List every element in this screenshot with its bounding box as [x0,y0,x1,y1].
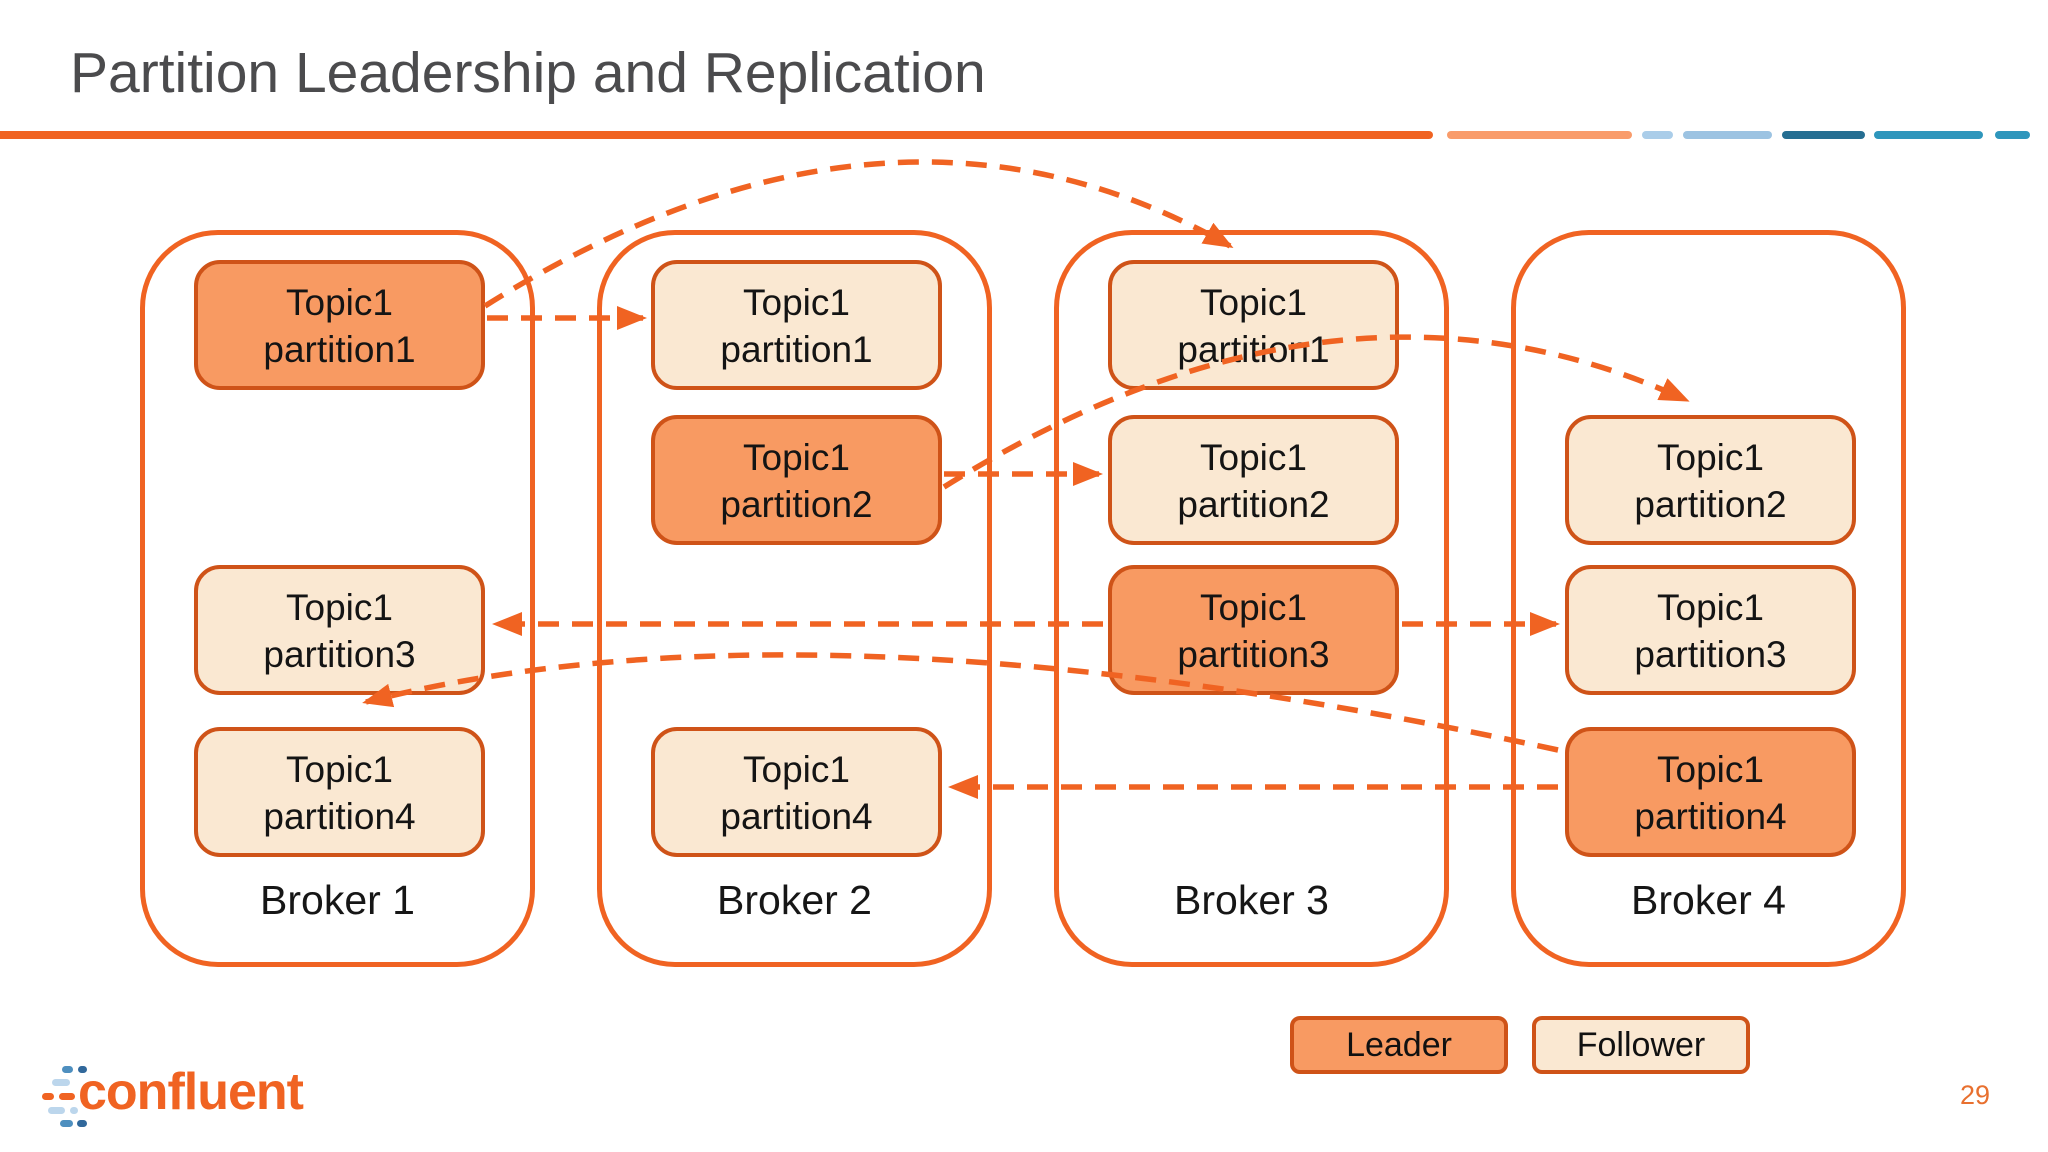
partition-id: partition4 [1634,796,1787,837]
partition-partition2-follower: Topic1 partition2 [1108,415,1399,545]
partition-partition2-follower: Topic1 partition2 [1565,415,1856,545]
divider-accent-segment-2 [1642,131,1673,139]
broker-label: Broker 3 [1174,877,1329,923]
partition-id: partition3 [1634,634,1787,675]
partition-partition4-follower: Topic1 partition4 [194,727,485,857]
partition-topic: Topic1 [1200,587,1307,628]
page-number: 29 [1960,1080,1991,1110]
partition-partition3-follower: Topic1 partition3 [194,565,485,695]
confluent-logo-text: confluent [78,1063,304,1121]
divider-accent-segment-5 [1874,131,1983,139]
partition-id: partition1 [720,329,873,370]
partition-topic: Topic1 [1657,437,1764,478]
page-title: Partition Leadership and Replication [70,41,986,105]
broker-label: Broker 4 [1631,877,1786,923]
divider-accent-segment-1 [1447,131,1632,139]
partition-id: partition3 [263,634,416,675]
divider-accent-segment-6 [1995,131,2030,139]
legend-follower-label: Follower [1576,1026,1706,1064]
partition-topic: Topic1 [743,282,850,323]
divider-accent-segment-4 [1782,131,1865,139]
partition-id: partition2 [1634,484,1787,525]
confluent-logo: confluent [36,1046,336,1142]
title-divider [0,131,1433,139]
partition-id: partition3 [1177,634,1330,675]
partition-id: partition4 [720,796,873,837]
partition-partition2-leader: Topic1 partition2 [651,415,942,545]
legend-leader-label: Leader [1346,1026,1452,1064]
partition-partition1-follower: Topic1 partition1 [651,260,942,390]
partition-partition1-follower: Topic1 partition1 [1108,260,1399,390]
partition-id: partition2 [1177,484,1330,525]
partition-topic: Topic1 [1657,749,1764,790]
partition-topic: Topic1 [286,282,393,323]
partition-topic: Topic1 [1200,282,1307,323]
partition-id: partition1 [263,329,416,370]
broker-label: Broker 2 [717,877,872,923]
partition-partition1-leader: Topic1 partition1 [194,260,485,390]
partition-topic: Topic1 [1200,437,1307,478]
partition-partition3-leader: Topic1 partition3 [1108,565,1399,695]
divider-accent-segment-3 [1683,131,1772,139]
partition-topic: Topic1 [1657,587,1764,628]
partition-id: partition2 [720,484,873,525]
partition-topic: Topic1 [286,749,393,790]
broker-label: Broker 1 [260,877,415,923]
partition-topic: Topic1 [743,749,850,790]
partition-partition3-follower: Topic1 partition3 [1565,565,1856,695]
partition-partition4-follower: Topic1 partition4 [651,727,942,857]
legend-follower: Follower [1532,1016,1750,1074]
partition-id: partition4 [263,796,416,837]
partition-topic: Topic1 [286,587,393,628]
partition-topic: Topic1 [743,437,850,478]
partition-partition4-leader: Topic1 partition4 [1565,727,1856,857]
legend-leader: Leader [1290,1016,1508,1074]
partition-id: partition1 [1177,329,1330,370]
